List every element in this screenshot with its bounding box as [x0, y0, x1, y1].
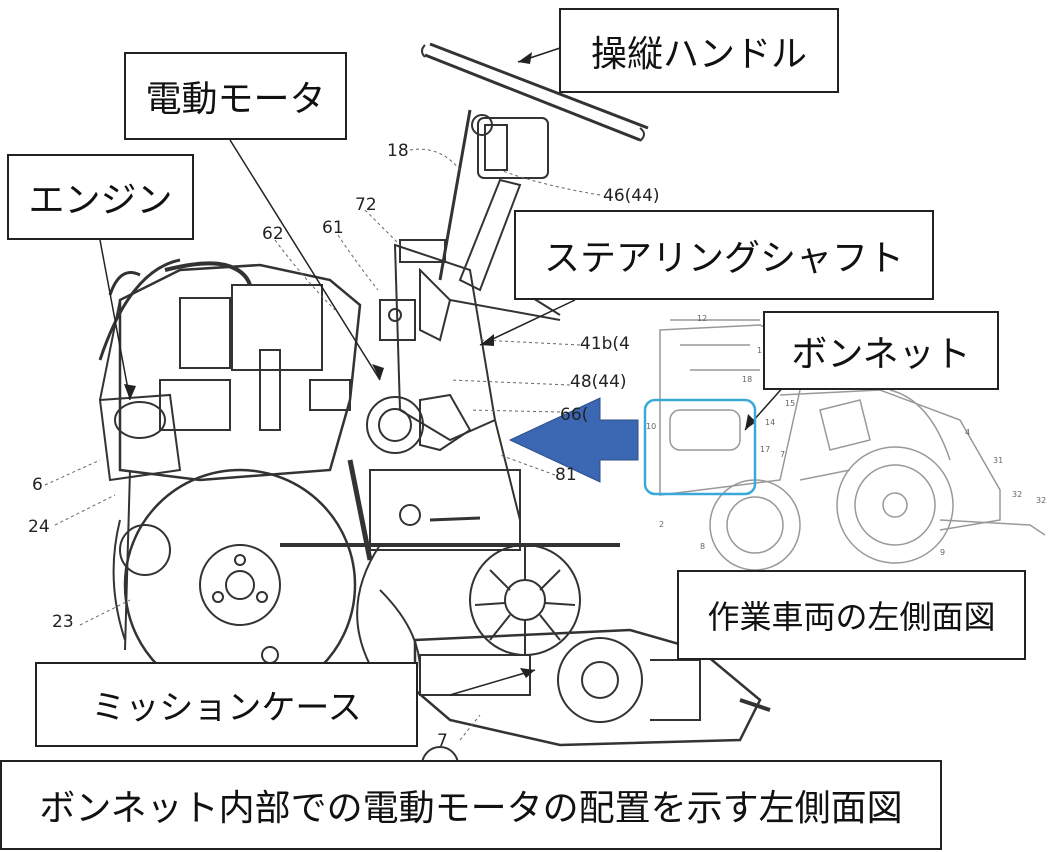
label-vehicle-side-view: 作業車両の左側面図 — [677, 570, 1026, 660]
inset-number-4: 4 — [965, 428, 971, 437]
part-number-61: 61 — [322, 218, 344, 238]
part-number-66: 66( — [560, 405, 589, 425]
vehicle-inset-drawing — [659, 319, 1046, 571]
bonnet-highlight-box — [643, 398, 757, 496]
inset-number-32a: 32 — [1012, 490, 1023, 499]
highlight-arrow — [508, 397, 639, 483]
inset-number-18: 18 — [742, 375, 753, 384]
cooling-fan-drawing — [280, 543, 620, 666]
label-steering-shaft: ステアリングシャフト — [514, 210, 934, 300]
transmission-case-drawing — [261, 469, 771, 784]
label-transmission-case: ミッションケース — [35, 662, 418, 747]
inset-number-11: 11 — [757, 346, 767, 355]
inset-number-32b: 32 — [1036, 496, 1047, 505]
inset-number-10: 10 — [646, 422, 657, 431]
electric-motor-drawing — [366, 299, 472, 454]
inset-number-14: 14 — [765, 418, 776, 427]
part-leader-lines — [44, 148, 601, 741]
inset-number-2: 2 — [659, 520, 665, 529]
steering-shaft-drawing — [393, 239, 521, 521]
part-number-62: 62 — [262, 224, 284, 244]
part-number-18: 18 — [387, 141, 409, 161]
part-number-6: 6 — [32, 475, 43, 495]
inset-number-17: 17 — [760, 445, 771, 454]
engine-drawing — [98, 258, 373, 561]
caption: ボンネット内部での電動モータの配置を示す左側面図 — [0, 760, 942, 850]
label-bonnet: ボンネット — [763, 311, 999, 390]
part-number-81: 81 — [555, 465, 577, 485]
part-number-23: 23 — [52, 612, 74, 632]
label-pointer-lines — [99, 47, 786, 696]
inset-number-7: 7 — [780, 450, 786, 459]
inset-number-8: 8 — [700, 542, 706, 551]
inset-number-15: 15 — [785, 399, 796, 408]
part-number-48-44: 48(44) — [570, 372, 627, 392]
label-steering-handle: 操縦ハンドル — [559, 8, 839, 93]
part-number-7: 7 — [437, 731, 448, 751]
inset-number-31: 31 — [993, 456, 1004, 465]
label-electric-motor: 電動モータ — [124, 52, 347, 140]
part-number-41b: 41b(4 — [580, 334, 630, 354]
part-number-72: 72 — [355, 195, 377, 215]
label-engine: エンジン — [7, 154, 194, 240]
inset-number-12: 12 — [697, 314, 708, 323]
inset-number-9: 9 — [940, 548, 946, 557]
part-number-24: 24 — [28, 517, 50, 537]
part-number-46-44: 46(44) — [603, 186, 660, 206]
